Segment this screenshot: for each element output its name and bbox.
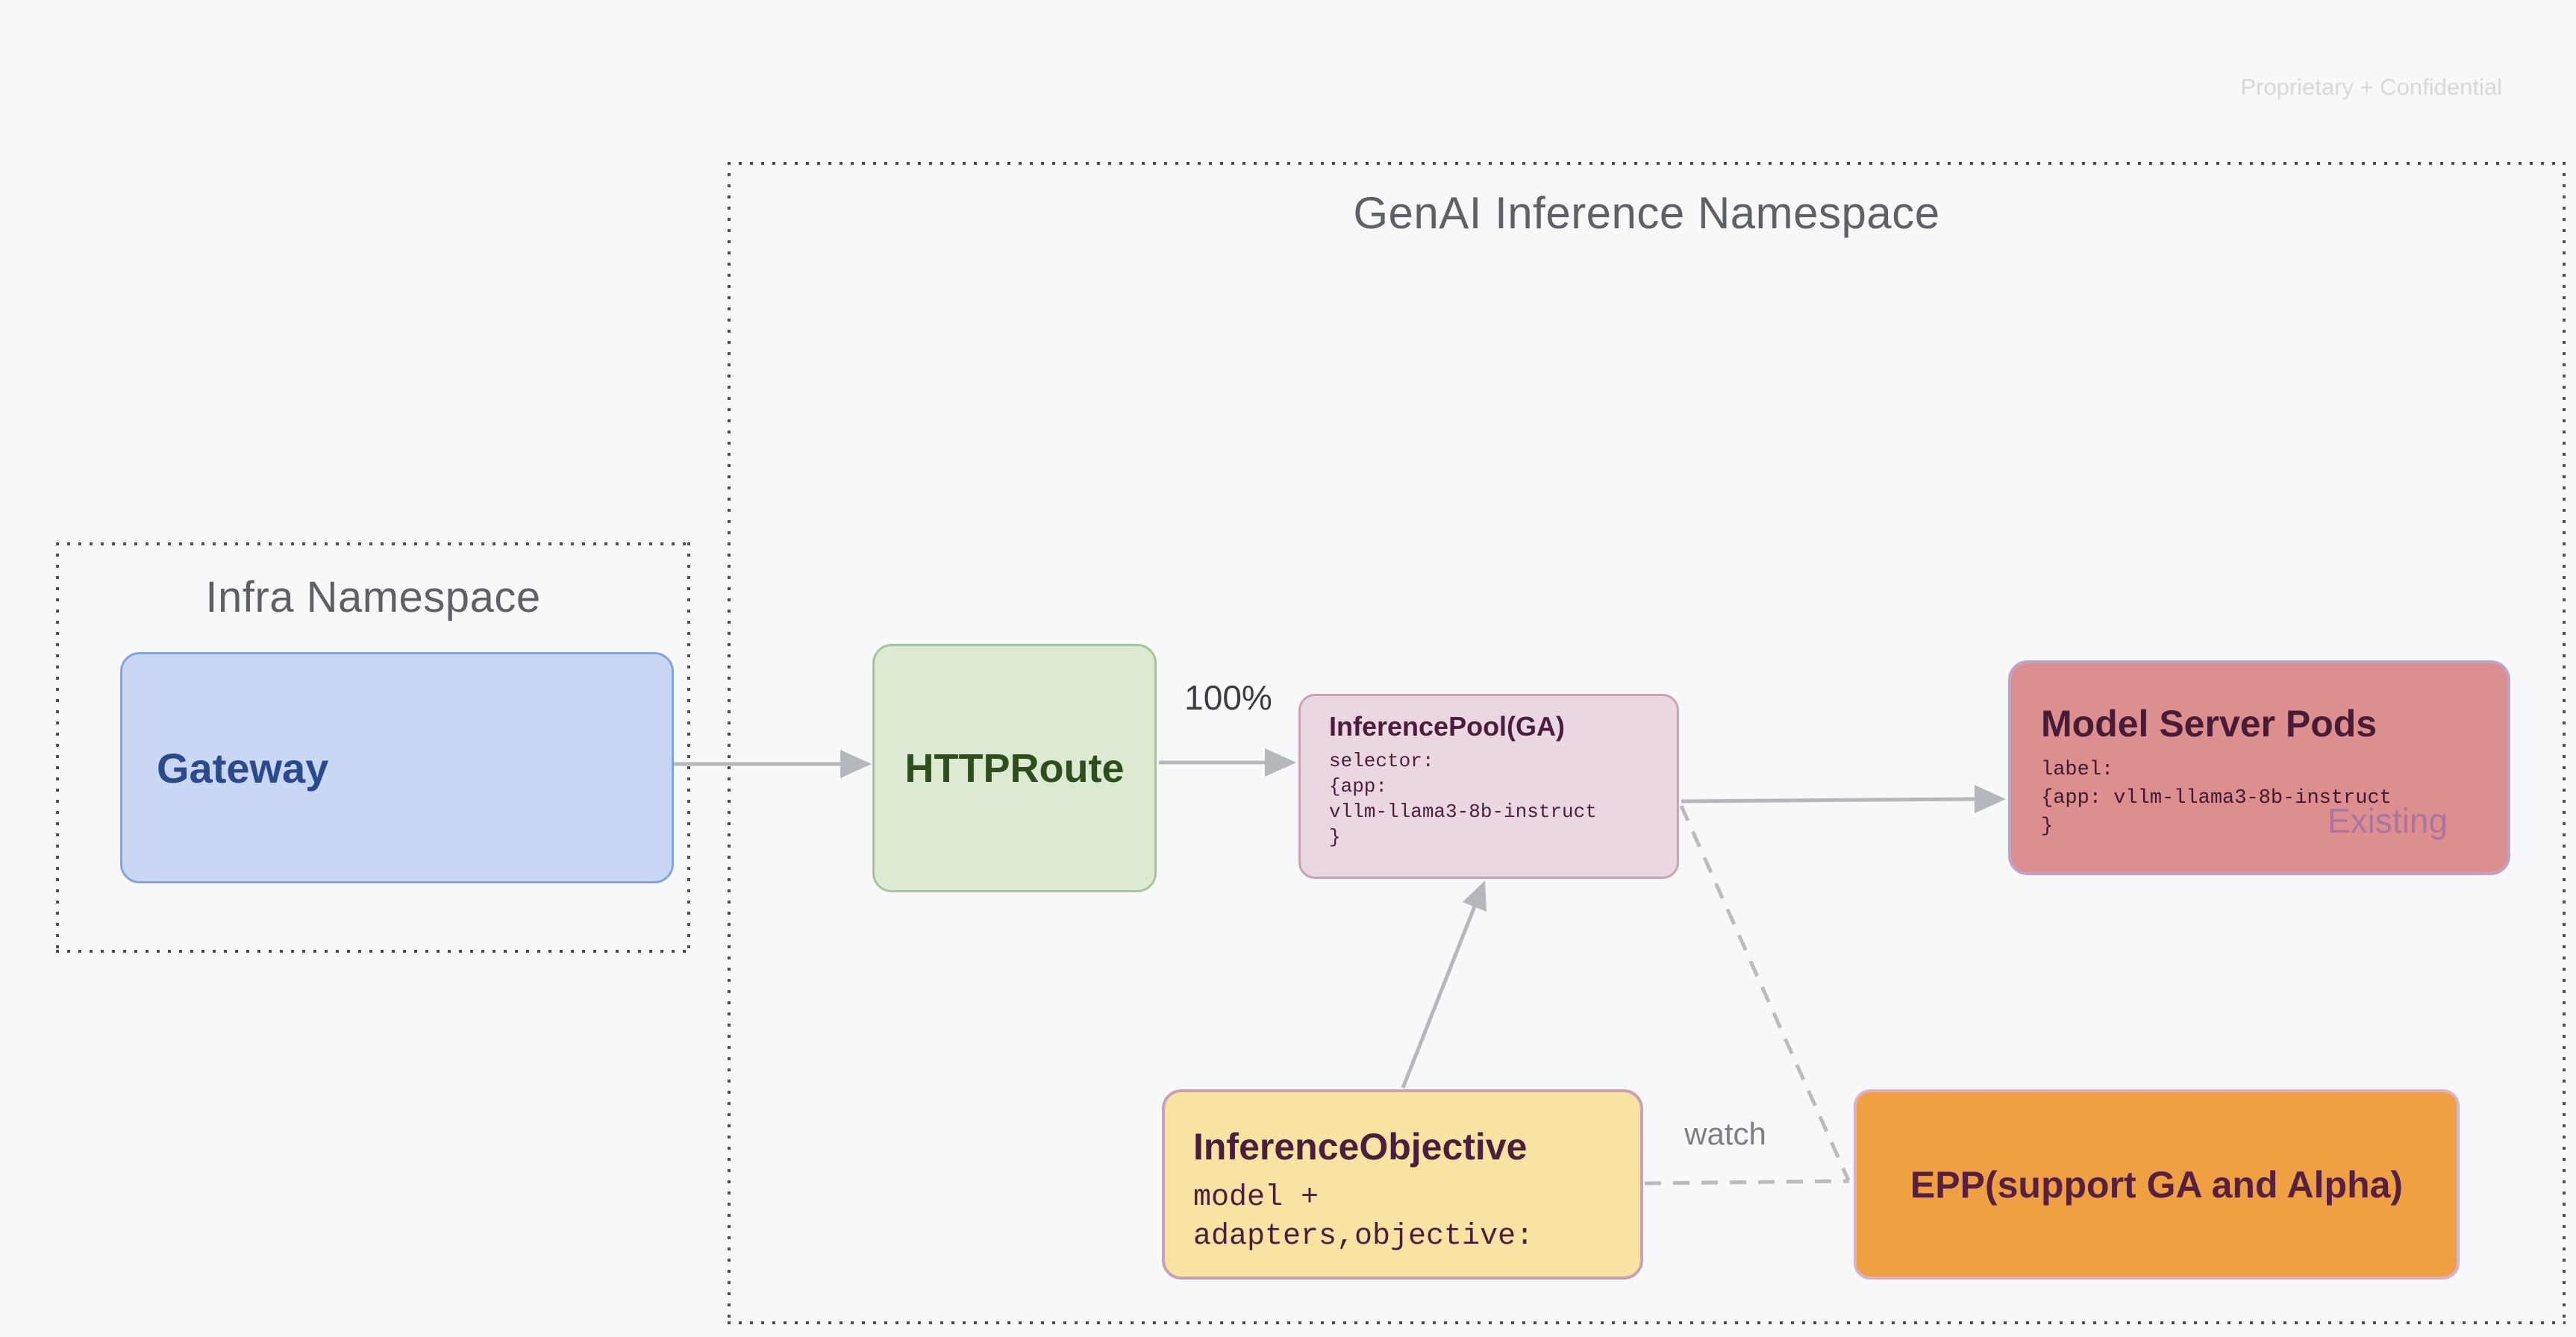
epp-title: EPP(support GA and Alpha)	[1910, 1163, 2404, 1206]
epp-node[interactable]: EPP(support GA and Alpha)	[1854, 1089, 2460, 1280]
httproute-title: HTTPRoute	[904, 745, 1125, 791]
gateway-node[interactable]: Gateway	[120, 652, 674, 883]
model-server-pods-code-line: label:	[2041, 759, 2114, 781]
inference-pool-node[interactable]: InferencePool(GA) selector: {app: vllm-l…	[1298, 694, 1679, 879]
gateway-title: Gateway	[157, 744, 329, 792]
model-server-pods-title: Model Server Pods	[2041, 703, 2378, 745]
traffic-weight-label: 100%	[1184, 678, 1272, 717]
inference-objective-code-line: model +	[1193, 1181, 1319, 1215]
inference-pool-code-line: }	[1329, 826, 1341, 848]
inference-objective-title: InferenceObjective	[1193, 1126, 1528, 1168]
inference-pool-code-line: selector:	[1329, 750, 1434, 772]
confidentiality-watermark: Proprietary + Confidential	[2240, 74, 2502, 100]
inference-objective-code-line: adapters,objective:	[1193, 1220, 1534, 1253]
inference-pool-code-line: {app:	[1329, 775, 1388, 798]
model-server-pods-code-line: {app: vllm-llama3-8b-instruct	[2041, 787, 2392, 810]
inference-objective-node[interactable]: InferenceObjective model + adapters,obje…	[1162, 1089, 1643, 1280]
httproute-node[interactable]: HTTPRoute	[872, 644, 1157, 892]
watch-label: watch	[1684, 1116, 1766, 1151]
infra-namespace-title: Infra Namespace	[205, 573, 541, 621]
genai-namespace-title: GenAI Inference Namespace	[1353, 188, 1940, 238]
inference-pool-title: InferencePool(GA)	[1329, 711, 1566, 742]
existing-badge: Existing	[2328, 801, 2448, 840]
model-server-pods-node[interactable]: Model Server Pods label: {app: vllm-llam…	[2008, 660, 2510, 875]
inference-pool-code-line: vllm-llama3-8b-instruct	[1329, 801, 1597, 823]
model-server-pods-code-line: }	[2041, 815, 2054, 838]
